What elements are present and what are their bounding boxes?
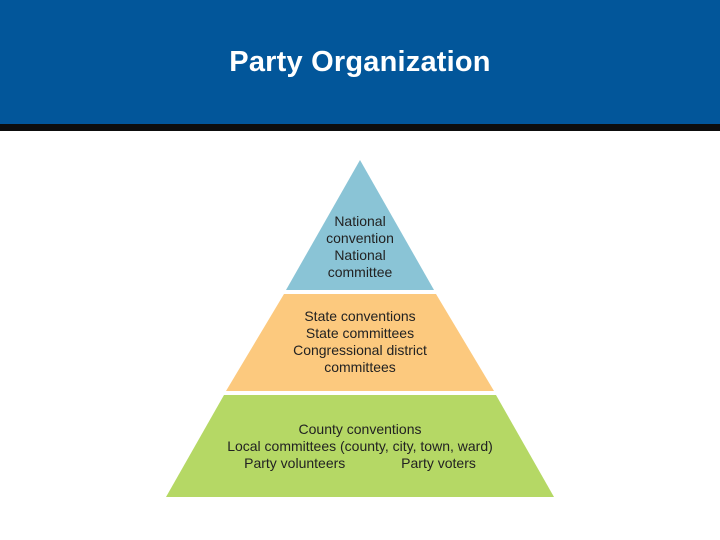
slide-header (0, 0, 720, 124)
tier-national-text: National convention National committee (300, 213, 420, 281)
tier-state-line: Congressional district (293, 342, 427, 358)
tier-national-line: National (334, 247, 386, 263)
tier-local-line: Local committees (county, city, town, wa… (227, 438, 493, 454)
tier-state-line: State committees (305, 325, 415, 341)
tier-national-line: convention (326, 230, 394, 246)
tier-local-bottom-row: Party volunteers Party voters (195, 455, 525, 472)
tier-state-line: committees (324, 359, 396, 375)
pyramid-tier-state (226, 294, 494, 391)
slide-title: Party Organization (229, 46, 491, 78)
tier-state-text: State conventions State committees Congr… (250, 308, 470, 376)
party-voters-label: Party voters (401, 455, 476, 471)
tier-local-line: County conventions (298, 421, 422, 437)
pyramid-tier-local (166, 395, 554, 497)
tier-national-line: committee (327, 264, 393, 280)
pyramid-tier-national (286, 160, 434, 290)
tier-local-text: County conventions Local committees (cou… (195, 421, 525, 472)
header-divider (0, 124, 720, 131)
tier-state-line: State conventions (304, 308, 416, 324)
party-volunteers-label: Party volunteers (244, 455, 346, 471)
tier-national-line: National (334, 213, 386, 229)
